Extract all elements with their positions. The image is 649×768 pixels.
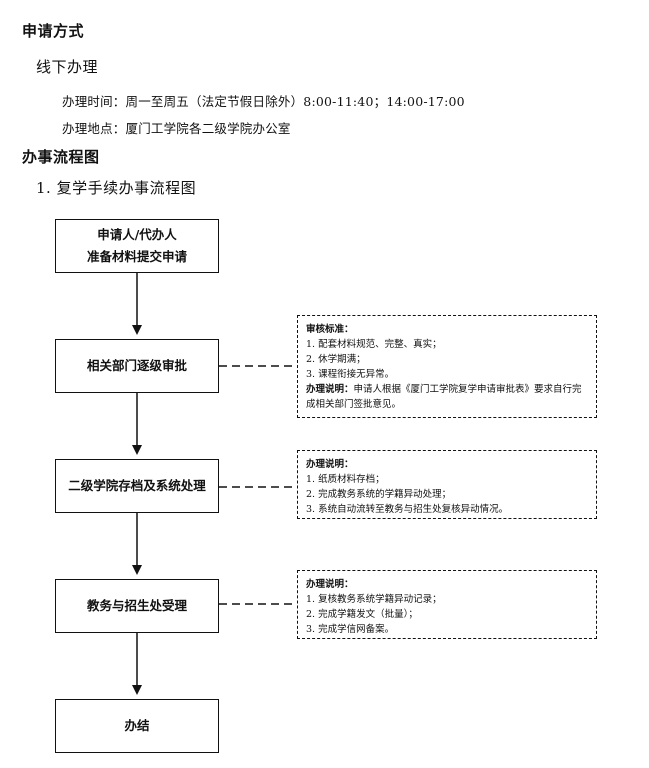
note3-item3: 3. 完成学信网备案。 <box>306 624 395 635</box>
step-college-archive-label: 二级学院存档及系统处理 <box>68 478 206 493</box>
note3-item1: 1. 复核教务系统学籍异动记录； <box>306 594 442 605</box>
step-finished-label: 办结 <box>124 718 150 733</box>
note1-extra-text: 申请人根据《厦门工学院复学申请审批表》要求自行完成相关部门签批意见。 <box>306 384 582 410</box>
note2-title: 办理说明： <box>306 459 354 470</box>
note1-item3: 3. 课程衔接无异常。 <box>306 369 395 380</box>
note-college-processing: 办理说明： 1. 纸质材料存档； 2. 完成教务系统的学籍异动处理； 3. 系统… <box>297 450 597 519</box>
step-finished: 办结 <box>55 699 219 753</box>
apply-method-title: 申请方式 <box>22 22 85 40</box>
step-department-approval: 相关部门逐级审批 <box>55 339 219 393</box>
step-submit-application: 申请人/代办人 准备材料提交申请 <box>55 219 219 273</box>
office-location: 办理地点：厦门工学院各二级学院办公室 <box>62 121 291 136</box>
note1-extra: 办理说明：申请人根据《厦门工学院复学申请审批表》要求自行完成相关部门签批意见。 <box>306 382 588 412</box>
note2-item3: 3. 系统自动流转至教务与招生处复核异动情况。 <box>306 504 509 515</box>
note-approval-criteria: 审核标准： 1. 配套材料规范、完整、真实； 2. 休学期满； 3. 课程衔接无… <box>297 315 597 418</box>
step-academic-office: 教务与招生处受理 <box>55 579 219 633</box>
note2-item2: 2. 完成教务系统的学籍异动处理； <box>306 489 452 500</box>
office-hours: 办理时间：周一至周五（法定节假日除外）8:00-11:40；14:00-17:0… <box>62 94 465 109</box>
note3-title: 办理说明： <box>306 579 354 590</box>
step-department-approval-label: 相关部门逐级审批 <box>86 358 187 373</box>
note1-item1: 1. 配套材料规范、完整、真实； <box>306 339 442 350</box>
step-submit-line1: 申请人/代办人 <box>97 227 177 242</box>
step-submit-line2: 准备材料提交申请 <box>86 249 187 264</box>
note1-title: 审核标准： <box>306 324 354 335</box>
note2-item1: 1. 纸质材料存档； <box>306 474 385 485</box>
note3-item2: 2. 完成学籍发文（批量）； <box>306 609 418 620</box>
flow-title: 1. 复学手续办事流程图 <box>36 179 197 197</box>
offline-title: 线下办理 <box>36 58 99 76</box>
note1-item2: 2. 休学期满； <box>306 354 366 365</box>
process-title: 办事流程图 <box>22 148 100 166</box>
note1-extra-label: 办理说明： <box>306 384 354 395</box>
note-academic-office: 办理说明： 1. 复核教务系统学籍异动记录； 2. 完成学籍发文（批量）； 3.… <box>297 570 597 639</box>
step-academic-office-label: 教务与招生处受理 <box>86 598 187 613</box>
step-college-archive: 二级学院存档及系统处理 <box>55 459 219 513</box>
